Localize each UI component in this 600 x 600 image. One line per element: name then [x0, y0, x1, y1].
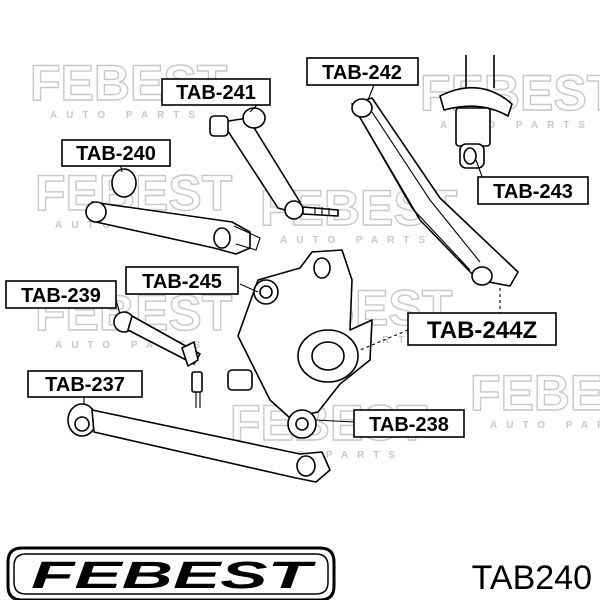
- label-text: TAB-238: [369, 414, 449, 436]
- watermark-subtext: AUTO PARTS: [440, 120, 594, 131]
- watermark-subtext: AUTO PARTS: [280, 235, 434, 246]
- part-lower-arm: [67, 403, 331, 483]
- label-tab-244z: TAB-244Z: [407, 312, 557, 346]
- watermark-text: FEBEST: [470, 365, 600, 421]
- watermark-subtext: AUTO PARTS: [50, 110, 204, 121]
- label-text: TAB-241: [176, 82, 256, 104]
- febest-logo: FEBEST: [6, 546, 336, 600]
- part-code: TAB240: [472, 559, 592, 597]
- part-toe-link: [113, 311, 203, 408]
- label-text: TAB-243: [493, 181, 573, 203]
- part-shock-absorber: [439, 55, 513, 169]
- logo-text: FEBEST: [31, 555, 316, 597]
- label-tab-245: TAB-245: [125, 266, 239, 295]
- watermark-subtext: AUTO PARTS: [55, 340, 209, 351]
- watermark-7: FEBEST AUTO PARTS: [469, 364, 600, 431]
- label-tab-239: TAB-239: [5, 280, 117, 309]
- label-tab-238: TAB-238: [353, 409, 465, 438]
- label-text: TAB-242: [322, 62, 402, 84]
- part-lateral-link: [85, 168, 261, 255]
- part-upper-link: [209, 107, 339, 220]
- part-knuckle: [227, 249, 373, 439]
- label-text: TAB-244Z: [427, 317, 537, 344]
- label-tab-237: TAB-237: [27, 370, 143, 398]
- label-tab-242: TAB-242: [306, 57, 419, 86]
- label-text: TAB-239: [21, 285, 101, 307]
- label-tab-243: TAB-243: [477, 176, 589, 205]
- watermark-subtext: AUTO PARTS: [490, 420, 600, 431]
- label-text: TAB-237: [45, 374, 125, 396]
- part-trailing-arm: [351, 97, 519, 287]
- label-tab-240: TAB-240: [61, 139, 171, 167]
- label-tab-241: TAB-241: [161, 78, 271, 106]
- label-text: TAB-245: [142, 271, 222, 293]
- label-text: TAB-240: [76, 143, 156, 165]
